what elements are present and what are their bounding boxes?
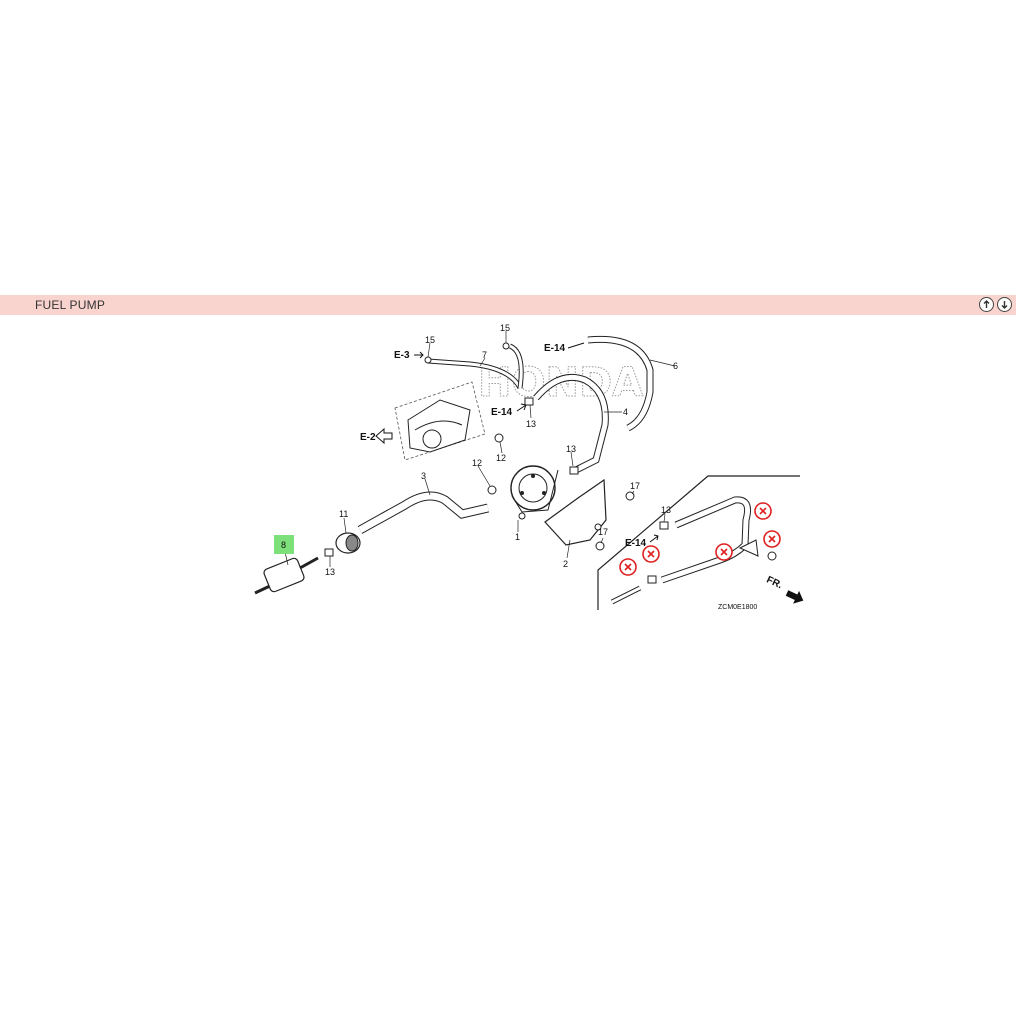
callout-13[interactable]: 13	[566, 444, 576, 454]
bracket-part-2[interactable]	[544, 478, 607, 546]
section-title: FUEL PUMP	[35, 298, 106, 312]
reference-e14[interactable]: E-14	[544, 343, 566, 354]
callout-2[interactable]: 2	[563, 559, 568, 569]
callout-17[interactable]: 17	[598, 527, 608, 537]
front-direction-label: FR.	[765, 575, 784, 592]
diagram-code: ZCM0E1800	[718, 604, 757, 611]
grommet-part-11[interactable]	[335, 532, 361, 554]
callout-12[interactable]: 12	[472, 458, 482, 468]
callout-12[interactable]: 12	[496, 453, 506, 463]
leader-lines	[284, 331, 676, 567]
clamp-part-13[interactable]	[569, 466, 579, 475]
callout-15[interactable]: 15	[500, 323, 510, 333]
reference-e2[interactable]: E-2	[360, 432, 376, 443]
cross-circle-icon	[642, 545, 660, 563]
bolt-part-12[interactable]	[487, 485, 497, 495]
highlighted-part-8[interactable]	[274, 535, 294, 554]
hose-part-6[interactable]	[587, 335, 654, 432]
callout-1[interactable]: 1	[515, 532, 520, 542]
arrow-up-circle-icon[interactable]	[979, 297, 994, 312]
callout-17[interactable]: 17	[630, 481, 640, 491]
reference-e14[interactable]: E-14	[491, 407, 513, 418]
cross-circle-icon	[763, 530, 781, 548]
callout-4[interactable]: 4	[623, 407, 628, 417]
e2-detail-box	[394, 381, 486, 461]
clamp-part-13[interactable]	[324, 548, 334, 557]
front-arrow-icon	[785, 590, 804, 604]
section-header: FUEL PUMP	[0, 295, 1016, 315]
callout-13[interactable]: 13	[325, 567, 335, 577]
bolt-part-17[interactable]	[595, 541, 605, 551]
callout-13[interactable]: 13	[526, 419, 536, 429]
callout-15[interactable]: 15	[425, 335, 435, 345]
hose-part-3[interactable]	[357, 491, 490, 534]
callout-7[interactable]: 7	[482, 350, 487, 360]
clamp-part-13[interactable]	[659, 521, 669, 530]
callout-3[interactable]: 3	[421, 471, 426, 481]
clamp-part-13[interactable]	[524, 397, 534, 406]
clip-part-15[interactable]	[424, 356, 432, 364]
reference-e14[interactable]: E-14	[625, 538, 647, 549]
fuel-pump-part-1[interactable]	[510, 465, 559, 520]
cross-circle-icon	[715, 543, 733, 561]
cross-circle-icon	[754, 502, 772, 520]
cross-circle-icon	[619, 558, 637, 576]
clip-part-15[interactable]	[502, 342, 510, 350]
hose-part-4[interactable]	[533, 373, 609, 474]
callout-6[interactable]: 6	[673, 361, 678, 371]
callout-11[interactable]: 11	[339, 509, 348, 519]
arrow-down-circle-icon[interactable]	[997, 297, 1012, 312]
callout-8[interactable]: 8	[281, 540, 286, 550]
callout-13[interactable]: 13	[661, 505, 671, 515]
hose-part-7[interactable]	[427, 343, 524, 390]
bolt-part-12[interactable]	[494, 433, 504, 443]
reference-e3[interactable]: E-3	[394, 350, 410, 361]
fuel-filter-part-8[interactable]	[254, 556, 319, 595]
